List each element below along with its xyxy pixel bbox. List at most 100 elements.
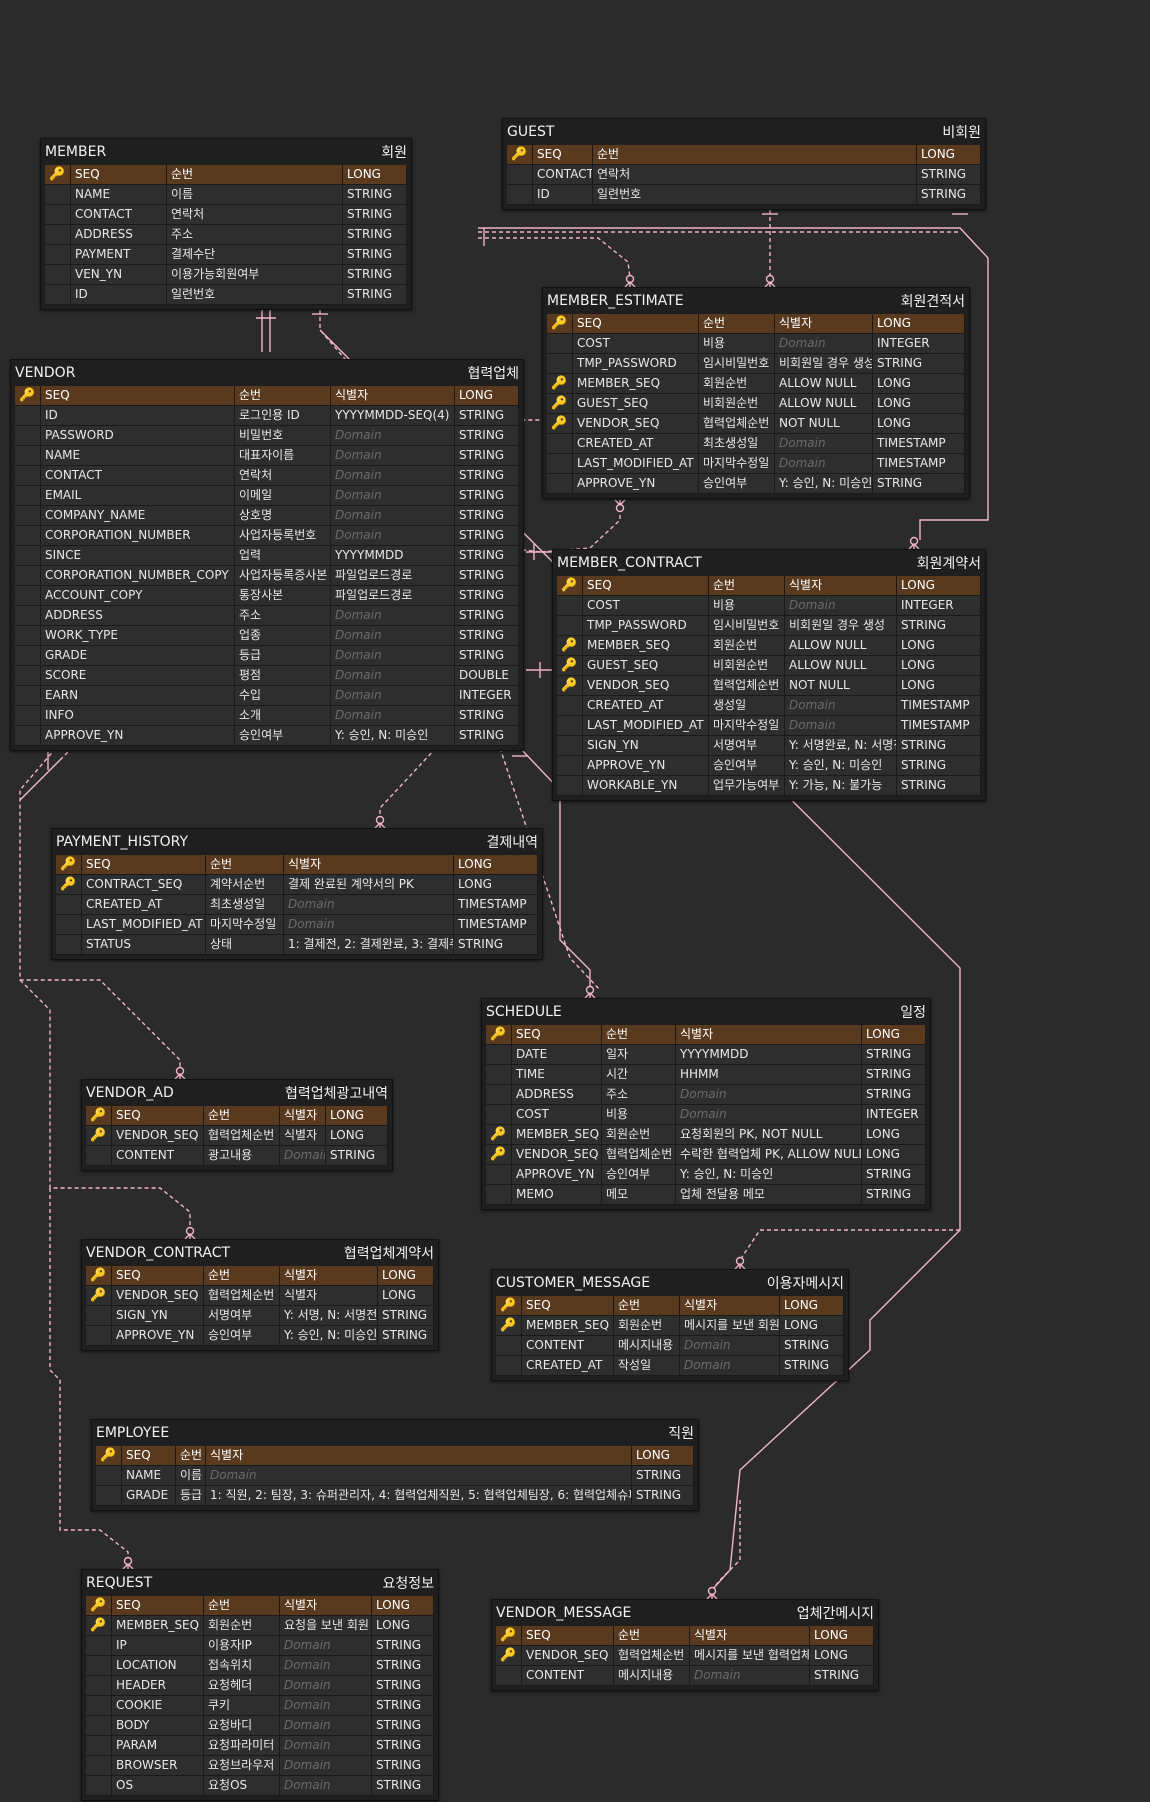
cell-domain[interactable]: Domain — [690, 1666, 810, 1686]
cell-col[interactable]: CREATED_AT — [573, 434, 699, 454]
cell-domain[interactable]: HHMM — [676, 1065, 862, 1085]
cell-col[interactable]: MEMO — [512, 1185, 602, 1205]
cell-col[interactable]: PARAM — [112, 1736, 204, 1756]
cell-domain[interactable]: 파일업로드경로 — [331, 566, 455, 586]
cell-logical[interactable]: 쿠키 — [204, 1696, 280, 1716]
cell-logical[interactable]: 협력업체순번 — [204, 1286, 280, 1306]
cell-logical[interactable]: 사업자등록증사본 — [235, 566, 331, 586]
header-cell-domain[interactable]: 식별자 — [280, 1596, 372, 1616]
header-cell-col[interactable]: SEQ — [112, 1596, 204, 1616]
cell-logical[interactable]: 이름 — [167, 185, 343, 205]
cell-col[interactable]: LAST_MODIFIED_AT — [82, 915, 206, 935]
cell-type[interactable]: LONG — [780, 1316, 844, 1336]
header-cell-type[interactable]: LONG — [343, 165, 407, 185]
header-cell-logical[interactable]: 순번 — [176, 1446, 206, 1466]
cell-type[interactable]: INTEGER — [455, 686, 519, 706]
header-cell-logical[interactable]: 순번 — [709, 576, 785, 596]
cell-logical[interactable]: 협력업체순번 — [602, 1145, 676, 1165]
cell-type[interactable]: STRING — [343, 205, 407, 225]
cell-type[interactable]: LONG — [873, 394, 965, 414]
cell-domain[interactable]: Domain — [775, 434, 873, 454]
cell-logical[interactable]: 회원순번 — [699, 374, 775, 394]
cell-logical[interactable]: 최초생성일 — [206, 895, 284, 915]
cell-logical[interactable]: 비밀번호 — [235, 426, 331, 446]
cell-type[interactable]: STRING — [455, 546, 519, 566]
cell-logical[interactable]: 연락처 — [593, 165, 917, 185]
cell-logical[interactable]: 주소 — [167, 225, 343, 245]
cell-col[interactable]: LAST_MODIFIED_AT — [583, 716, 709, 736]
cell-type[interactable]: STRING — [343, 225, 407, 245]
header-cell-col[interactable]: SEQ — [512, 1025, 602, 1045]
cell-logical[interactable]: 임시비밀번호 — [709, 616, 785, 636]
cell-domain[interactable]: Domain — [680, 1356, 780, 1376]
cell-col[interactable]: VEN_YN — [71, 265, 167, 285]
cell-col[interactable]: SCORE — [41, 666, 235, 686]
cell-logical[interactable]: 승인여부 — [699, 474, 775, 494]
header-cell-col[interactable]: SEQ — [522, 1296, 614, 1316]
cell-logical[interactable]: 연락처 — [235, 466, 331, 486]
cell-domain[interactable]: Domain — [280, 1716, 372, 1736]
cell-domain[interactable]: Domain — [331, 606, 455, 626]
cell-logical[interactable]: 상태 — [206, 935, 284, 955]
header-cell-type[interactable]: LONG — [917, 145, 981, 165]
cell-type[interactable]: LONG — [897, 676, 981, 696]
cell-logical[interactable]: 협력업체순번 — [699, 414, 775, 434]
cell-logical[interactable]: 등급 — [176, 1486, 206, 1506]
cell-domain[interactable]: Y: 서명, N: 서명전 — [280, 1306, 378, 1326]
cell-logical[interactable]: 이메일 — [235, 486, 331, 506]
cell-domain[interactable]: Domain — [284, 895, 454, 915]
cell-type[interactable]: LONG — [873, 374, 965, 394]
cell-domain[interactable]: 1: 직원, 2: 팀장, 3: 슈퍼관리자, 4: 협력업체직원, 5: 협력… — [206, 1486, 632, 1506]
cell-logical[interactable]: 메시지내용 — [614, 1336, 680, 1356]
header-cell-domain[interactable]: 식별자 — [690, 1626, 810, 1646]
cell-logical[interactable]: 접속위치 — [204, 1656, 280, 1676]
cell-col[interactable]: PASSWORD — [41, 426, 235, 446]
cell-logical[interactable]: 마지막수정일 — [206, 915, 284, 935]
cell-domain[interactable]: Domain — [280, 1146, 326, 1166]
cell-logical[interactable]: 비용 — [699, 334, 775, 354]
cell-logical[interactable]: 승인여부 — [709, 756, 785, 776]
cell-logical[interactable]: 일련번호 — [167, 285, 343, 305]
header-cell-logical[interactable]: 순번 — [204, 1106, 280, 1126]
cell-domain[interactable]: Domain — [280, 1776, 372, 1796]
cell-type[interactable]: STRING — [897, 756, 981, 776]
cell-domain[interactable]: Y: 승인, N: 미승인 — [331, 726, 455, 746]
cell-col[interactable]: VENDOR_SEQ — [522, 1646, 614, 1666]
cell-type[interactable]: STRING — [455, 406, 519, 426]
header-cell-domain[interactable]: 식별자 — [280, 1266, 378, 1286]
cell-type[interactable]: STRING — [372, 1736, 434, 1756]
cell-domain[interactable]: Domain — [331, 686, 455, 706]
cell-col[interactable]: CREATED_AT — [82, 895, 206, 915]
cell-type[interactable]: STRING — [917, 165, 981, 185]
cell-col[interactable]: IP — [112, 1636, 204, 1656]
cell-domain[interactable]: ALLOW NULL — [785, 656, 897, 676]
cell-type[interactable]: STRING — [897, 776, 981, 796]
cell-domain[interactable]: 식별자 — [280, 1286, 378, 1306]
cell-logical[interactable]: 작성일 — [614, 1356, 680, 1376]
cell-domain[interactable]: NOT NULL — [775, 414, 873, 434]
cell-domain[interactable]: Y: 서명완료, N: 서명전 — [785, 736, 897, 756]
cell-type[interactable]: STRING — [343, 185, 407, 205]
cell-type[interactable]: LONG — [862, 1125, 926, 1145]
cell-type[interactable]: STRING — [372, 1636, 434, 1656]
cell-logical[interactable]: 협력업체순번 — [709, 676, 785, 696]
cell-type[interactable]: STRING — [455, 426, 519, 446]
cell-domain[interactable]: Y: 승인, N: 미승인 — [280, 1326, 378, 1346]
cell-domain[interactable]: Domain — [331, 446, 455, 466]
cell-type[interactable]: STRING — [780, 1336, 844, 1356]
cell-domain[interactable]: 비회원일 경우 생성 — [775, 354, 873, 374]
cell-type[interactable]: STRING — [372, 1676, 434, 1696]
cell-logical[interactable]: 대표자이름 — [235, 446, 331, 466]
cell-col[interactable]: SIGN_YN — [583, 736, 709, 756]
cell-type[interactable]: STRING — [455, 486, 519, 506]
cell-domain[interactable]: Domain — [331, 426, 455, 446]
cell-domain[interactable]: 식별자 — [280, 1126, 326, 1146]
header-cell-type[interactable]: LONG — [372, 1596, 434, 1616]
cell-domain[interactable]: Domain — [280, 1676, 372, 1696]
cell-col[interactable]: NAME — [41, 446, 235, 466]
cell-domain[interactable]: YYYYMMDD — [676, 1045, 862, 1065]
cell-type[interactable]: TIMESTAMP — [873, 434, 965, 454]
